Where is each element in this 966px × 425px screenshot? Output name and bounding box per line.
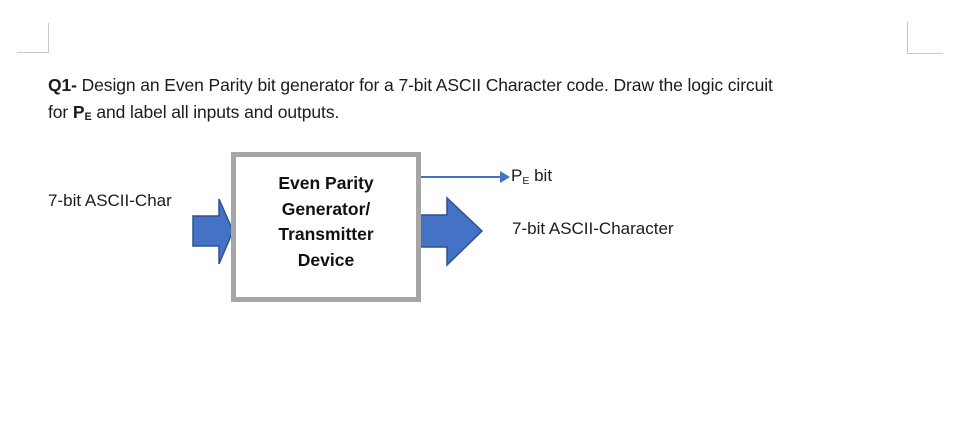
output-label[interactable]: 7-bit ASCII-Character xyxy=(512,219,674,239)
input-label-text: 7-bit ASCII-Char xyxy=(48,191,172,210)
pe-subscript: E xyxy=(522,174,530,187)
box-label-line: Device xyxy=(297,249,355,270)
parity-symbol-bold: PE xyxy=(72,101,92,124)
margin-corner-top-left xyxy=(17,23,49,53)
question-paragraph[interactable]: Q1- Design an Even Parity bit generator … xyxy=(48,72,928,129)
question-line2-prefix: for xyxy=(48,101,73,122)
input-block-arrow[interactable] xyxy=(192,198,234,265)
parity-generator-box[interactable]: Even Parity Generator/ Transmitter Devic… xyxy=(231,152,421,302)
box-label-line: Even Parity xyxy=(278,173,374,193)
pe-connector-arrow[interactable] xyxy=(419,171,510,183)
parity-symbol: P xyxy=(72,101,85,122)
question-line2-suffix: and label all inputs and outputs. xyxy=(91,101,340,122)
box-label-line: Generator/ xyxy=(281,198,371,219)
margin-corner-top-right xyxy=(907,22,943,54)
parity-subscript: E xyxy=(84,111,92,124)
pe-symbol: P xyxy=(511,166,523,185)
input-label[interactable]: 7-bit ASCII-Char xyxy=(48,191,172,211)
question-number: Q1- xyxy=(48,74,77,95)
pe-bit-label[interactable]: PE bit xyxy=(511,166,552,188)
output-block-arrow[interactable] xyxy=(417,196,484,267)
box-label-line: Transmitter xyxy=(278,224,374,244)
question-line1: Design an Even Parity bit generator for … xyxy=(76,74,773,95)
pe-suffix: bit xyxy=(529,166,553,185)
output-label-text: 7-bit ASCII-Character xyxy=(512,219,674,238)
